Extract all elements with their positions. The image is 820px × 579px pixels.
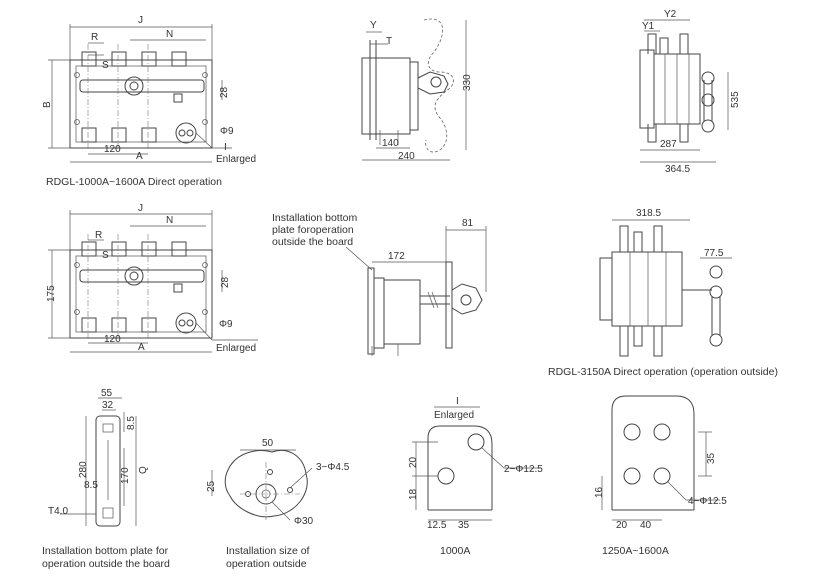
dim-phi30: Φ30	[294, 516, 314, 527]
dim-R-1: R	[91, 32, 98, 43]
dim-172: 172	[388, 251, 405, 262]
dim-50: 50	[262, 438, 274, 449]
dim-Q: Q	[138, 466, 149, 474]
dim-28-1: 28	[219, 86, 230, 98]
dim-phi9-2: Φ9	[219, 319, 233, 330]
dim-S-2: S	[102, 250, 109, 261]
dim-240: 240	[398, 151, 415, 162]
dim-35-1: 35	[458, 520, 470, 531]
dim-A-1: A	[136, 151, 143, 162]
dim-287: 287	[660, 139, 677, 150]
dim-140: 140	[382, 138, 399, 149]
installation-size-view: 50 25 3−Φ4.5 Φ30	[206, 438, 350, 527]
dim-280: 280	[78, 461, 89, 478]
caption-install-bottom-3: outside the board	[272, 236, 353, 248]
caption-bottom-plate-2: operation outside the board	[42, 558, 170, 570]
caption-direct-3150a: RDGL-3150A Direct operation (operation o…	[548, 366, 778, 378]
dim-Y2: Y2	[664, 9, 677, 20]
dim-J-2: J	[138, 203, 143, 214]
dim-40: 40	[640, 520, 652, 531]
side-view-3150a: 318.5 77.5	[599, 208, 732, 357]
dim-S-1: S	[102, 60, 109, 71]
dim-phi9-1: Φ9	[220, 126, 234, 137]
dim-B: B	[42, 101, 53, 108]
dim-175: 175	[46, 285, 57, 302]
dim-R-2: R	[95, 230, 102, 241]
dim-55: 55	[101, 388, 113, 399]
dim-12-5: 12.5	[427, 520, 447, 531]
caption-install-size-2: operation outside	[226, 558, 307, 570]
caption-terminal-1250a: 1250A~1600A	[602, 545, 669, 557]
dim-120-1: 120	[104, 144, 121, 155]
dim-120-2: 120	[104, 334, 121, 345]
caption-terminal-1000a: 1000A	[440, 545, 470, 557]
side-view-terminals: Y2 Y1 535 287 364.5	[639, 9, 741, 175]
dim-318-5: 318.5	[636, 208, 661, 219]
dim-20-2: 20	[616, 520, 628, 531]
dim-16: 16	[594, 486, 605, 498]
dim-364-5: 364.5	[665, 164, 690, 175]
dim-28-2: 28	[220, 276, 231, 288]
side-view-handle: Y T 330 140 240	[361, 18, 473, 162]
dim-8-5: 8.5	[84, 480, 98, 491]
dim-N-2: N	[166, 215, 173, 226]
caption-bottom-plate-1: Installation bottom plate for	[42, 545, 169, 557]
caption-install-size-1: Installation size of	[226, 545, 310, 557]
dim-32: 32	[102, 400, 114, 411]
dim-4phi12-5: 4−Φ12.5	[688, 496, 727, 507]
dim-8-5-top: 8.5	[126, 416, 137, 430]
terminal-1250a-view: 35 16 20 40 4−Φ12.5	[594, 395, 727, 531]
side-view-bottom-plate: Installation bottom plate foroperation o…	[272, 212, 487, 356]
dim-3phi4-5: 3−Φ4.5	[316, 462, 350, 473]
dim-Y: Y	[370, 20, 377, 31]
front-view-second: J N R S 175 120 A 28 Φ9 Enlarged	[46, 203, 258, 354]
dim-I-1: I	[224, 142, 227, 153]
front-view-1000a: J N R S B 120 A 28 Φ9 I Enlarged	[42, 15, 256, 165]
caption-install-bottom-1: Installation bottom	[272, 212, 357, 224]
dim-170: 170	[120, 467, 131, 484]
dim-T4-0: T4.0	[48, 506, 68, 517]
dim-77-5: 77.5	[704, 248, 724, 259]
dim-35-2: 35	[706, 452, 717, 464]
dim-330: 330	[462, 74, 473, 91]
dim-T: T	[386, 36, 392, 47]
dim-535: 535	[730, 91, 741, 108]
dim-N-1: N	[166, 29, 173, 40]
dim-I-2: I	[456, 396, 459, 407]
dim-J-1: J	[138, 15, 143, 26]
dim-20-1: 20	[408, 456, 419, 468]
dim-81: 81	[462, 218, 474, 229]
terminal-1000a-view: I Enlarged 20 18 12.5 35 2−Φ12.5	[408, 396, 543, 531]
dim-enlarged-2: Enlarged	[216, 343, 256, 354]
dim-18: 18	[408, 488, 419, 500]
dim-enlarged-3: Enlarged	[434, 410, 474, 421]
dim-25: 25	[206, 480, 217, 492]
dim-Y1: Y1	[642, 21, 655, 32]
caption-install-bottom-2: plate foroperation	[272, 224, 354, 236]
bottom-plate-front: 55 32 8.5 280 170 Q 8.5 T4.0	[48, 388, 149, 527]
caption-direct-1000a: RDGL-1000A~1600A Direct operation	[46, 176, 222, 188]
dim-2phi12-5: 2−Φ12.5	[504, 464, 543, 475]
dim-enlarged-1: Enlarged	[216, 154, 256, 165]
dim-A-2: A	[138, 342, 145, 353]
